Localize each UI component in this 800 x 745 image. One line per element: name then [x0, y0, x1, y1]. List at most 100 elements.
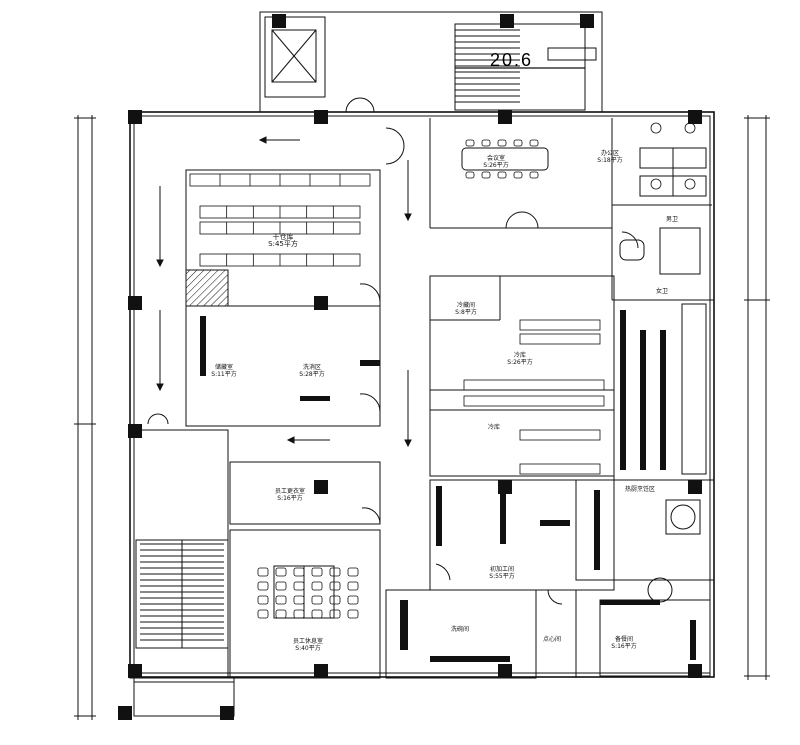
room-area: S:45平方 — [268, 240, 298, 248]
column — [118, 706, 132, 720]
column — [314, 480, 328, 494]
room-area: S:28平方 — [299, 371, 325, 378]
arrow-head-icon — [156, 383, 164, 392]
chair-icon — [311, 581, 323, 591]
chair-icon — [257, 595, 269, 605]
room-womens-toilet: 女卫 — [656, 288, 668, 295]
chair-icon — [347, 581, 359, 591]
chair-icon — [293, 567, 305, 577]
column — [500, 14, 514, 28]
room-area: S:55平方 — [489, 573, 515, 580]
shelf — [519, 429, 601, 441]
equipment — [600, 600, 660, 605]
column — [314, 110, 328, 124]
equipment — [200, 316, 206, 376]
chair-icon — [347, 595, 359, 605]
room-area: S:26平方 — [507, 359, 533, 366]
chair-icon — [481, 139, 491, 147]
room-area: S:16平方 — [611, 643, 637, 650]
column — [272, 14, 286, 28]
room-name: 洗碗间 — [450, 626, 470, 633]
room-office: 办公区 S:18平方 — [597, 150, 622, 164]
chair-icon — [257, 609, 269, 619]
chair-icon — [275, 581, 287, 591]
chair-icon — [650, 122, 662, 134]
room-area: S:18平方 — [597, 157, 623, 164]
room-cleaning: 洗消区 S:28平方 — [299, 364, 324, 378]
chair-icon — [513, 139, 523, 147]
chair-icon — [275, 567, 287, 577]
column — [688, 480, 702, 494]
chair-icon — [497, 171, 507, 179]
chair-icon — [684, 178, 696, 190]
room-name: 热厨烹饪区 — [624, 486, 656, 493]
equipment — [300, 396, 330, 401]
arrow-head-icon — [258, 136, 267, 144]
room-dispatch: 备餐间 S:16平方 — [611, 636, 636, 650]
room-area: S:11平方 — [211, 371, 237, 378]
shelf — [463, 379, 605, 391]
room-prep: 初加工间 S:55平方 — [489, 566, 514, 580]
chair-icon — [311, 567, 323, 577]
chair-icon — [347, 609, 359, 619]
chair-icon — [311, 609, 323, 619]
chair-icon — [275, 609, 287, 619]
room-cold-small: 冷藏间 S:8平方 — [455, 302, 477, 316]
equipment — [640, 330, 646, 470]
chair-icon — [257, 567, 269, 577]
chair-icon — [257, 581, 269, 591]
room-name: 女卫 — [655, 288, 669, 295]
column — [128, 110, 142, 124]
room-name: 干仓库 — [272, 233, 294, 241]
equipment — [660, 330, 666, 470]
column — [580, 14, 594, 28]
chair-icon — [529, 139, 539, 147]
arrow-head-icon — [156, 259, 164, 268]
chair-icon — [497, 139, 507, 147]
equipment — [690, 620, 696, 660]
chair-icon — [329, 609, 341, 619]
room-storage-small: 储藏室 S:11平方 — [211, 364, 236, 378]
room-area: S:8平方 — [455, 309, 477, 316]
equipment — [540, 520, 570, 526]
chair-icon — [329, 567, 341, 577]
room-dish-wash: 洗碗间 — [451, 626, 469, 633]
room-name: 会议室 — [486, 155, 505, 162]
column — [128, 296, 142, 310]
chair-icon — [465, 171, 475, 179]
equipment — [430, 656, 470, 662]
column — [688, 110, 702, 124]
equipment — [594, 490, 600, 570]
chair-icon — [293, 609, 305, 619]
equipment — [400, 600, 408, 650]
chair-icon — [329, 595, 341, 605]
room-name: 初加工间 — [489, 566, 514, 573]
room-cold-storage: 冷库 — [488, 424, 500, 431]
column — [498, 480, 512, 494]
equipment — [500, 494, 506, 544]
room-meeting: 会议室 S:26平方 — [483, 155, 508, 169]
room-dry-warehouse: 干仓库 S:45平方 — [268, 234, 298, 248]
shelf — [519, 463, 601, 475]
chair-icon — [293, 595, 305, 605]
room-name: 冷藏间 — [456, 302, 475, 309]
chair-icon — [684, 122, 696, 134]
room-pastry: 点心间 — [543, 636, 561, 643]
column — [498, 664, 512, 678]
equipment — [436, 486, 442, 546]
column — [128, 664, 142, 678]
column — [498, 110, 512, 124]
chair-icon — [481, 171, 491, 179]
chair-icon — [311, 595, 323, 605]
room-name: 点心间 — [542, 636, 562, 643]
column — [128, 424, 142, 438]
room-cold: 冷库 S:26平方 — [507, 352, 532, 366]
arrow-head-icon — [286, 436, 295, 444]
column — [314, 664, 328, 678]
room-area: S:40平方 — [295, 645, 321, 652]
chair-icon — [529, 171, 539, 179]
chair-icon — [347, 567, 359, 577]
chair-icon — [293, 581, 305, 591]
